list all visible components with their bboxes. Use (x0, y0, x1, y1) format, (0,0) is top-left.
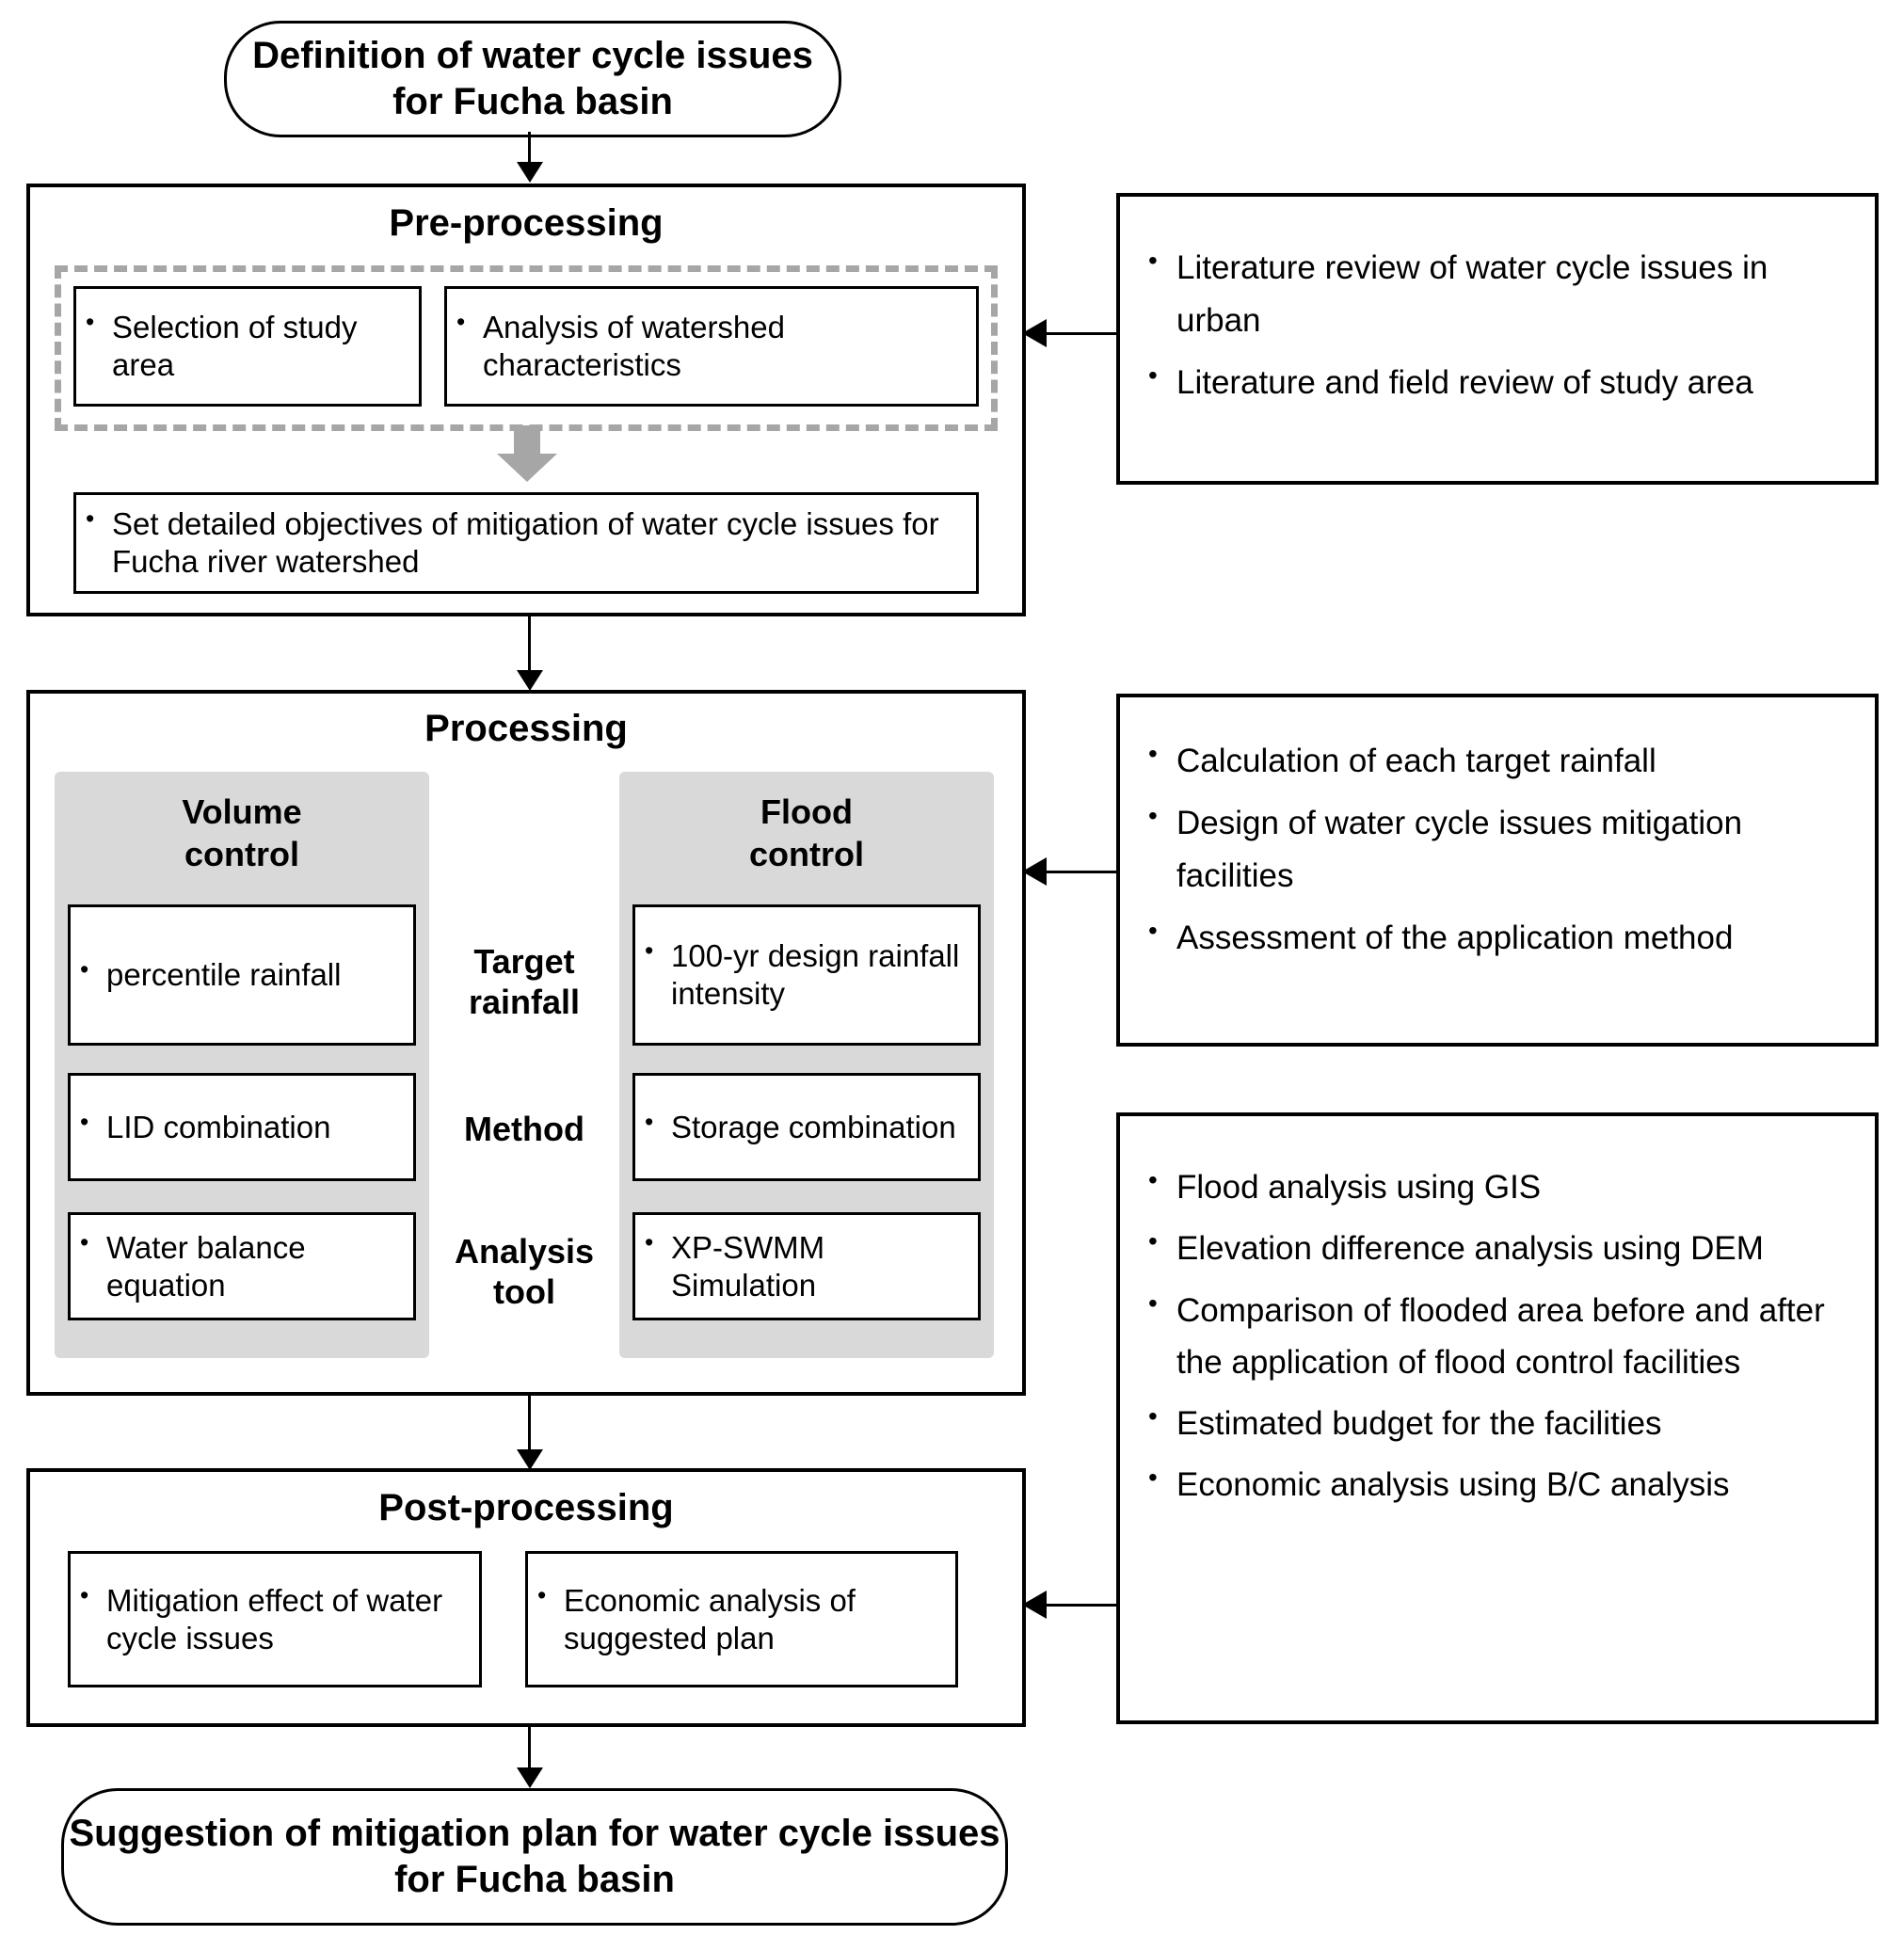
processing-cell-flood-analysis-tool-label: XP-SWMM Simulation (635, 1228, 978, 1303)
processing-cell-volume-method-label: LID combination (71, 1108, 330, 1146)
processing-row-label-target-rainfall: Target rainfall (429, 941, 619, 1022)
flood-control-label-line2: control (749, 835, 864, 873)
connector-side3-to-post (1041, 1604, 1120, 1607)
processing-panel-volume-control-title: Volume control (55, 791, 429, 875)
post-item-mitigation-effect-label: Mitigation effect of water cycle issues (71, 1581, 479, 1656)
arrowhead-side2-to-processing (1022, 857, 1047, 886)
side-panel-post-processing-notes: Flood analysis using GIS Elevation diffe… (1116, 1112, 1879, 1724)
post-item-economic-analysis-label: Economic analysis of suggested plan (528, 1581, 955, 1656)
arrowhead-processing-to-post (517, 1449, 543, 1470)
stage-post-processing-title: Post-processing (378, 1487, 674, 1528)
side-panel-pre-processing-list: Literature review of water cycle issues … (1120, 197, 1875, 409)
end-node-label: Suggestion of mitigation plan for water … (69, 1813, 1000, 1900)
list-item: Literature and field review of study are… (1141, 355, 1847, 409)
processing-row-label-analysis-tool: Analysis tool (429, 1231, 619, 1312)
processing-cell-flood-target-rainfall-label: 100-yr design rainfall intensity (635, 936, 978, 1012)
pre-item-objectives-label: Set detailed objectives of mitigation of… (76, 504, 976, 580)
list-item: Assessment of the application method (1141, 910, 1847, 965)
arrowhead-side1-to-pre (1022, 319, 1047, 347)
connector-side1-to-pre (1041, 332, 1120, 335)
pre-item-selection-of-study-area: Selection of study area (73, 286, 422, 407)
processing-row-label-method: Method (464, 1110, 584, 1148)
side-panel-processing-list: Calculation of each target rainfall Desi… (1120, 697, 1875, 965)
connector-side2-to-processing (1041, 871, 1120, 873)
processing-cell-flood-target-rainfall: 100-yr design rainfall intensity (632, 904, 981, 1046)
row-label-analysis-line2: tool (493, 1272, 555, 1312)
pre-item-objectives: Set detailed objectives of mitigation of… (73, 492, 979, 594)
list-item: Economic analysis using B/C analysis (1141, 1457, 1843, 1511)
list-item: Calculation of each target rainfall (1141, 733, 1847, 788)
processing-cell-volume-method: LID combination (68, 1073, 416, 1181)
connector-post-to-end (528, 1727, 531, 1782)
processing-cell-volume-target-rainfall: percentile rainfall (68, 904, 416, 1046)
row-label-target-line2: rainfall (468, 983, 581, 1022)
row-label-target-line1: Target (473, 942, 575, 981)
volume-control-label-line1: Volume (182, 792, 302, 831)
pre-item-watershed-label: Analysis of watershed characteristics (447, 308, 976, 383)
list-item: Estimated budget for the facilities (1141, 1396, 1843, 1449)
list-item: Comparison of flooded area before and af… (1141, 1283, 1843, 1389)
processing-cell-flood-analysis-tool: XP-SWMM Simulation (632, 1212, 981, 1320)
processing-cell-volume-analysis-tool: Water balance equation (68, 1212, 416, 1320)
side-panel-processing-notes: Calculation of each target rainfall Desi… (1116, 694, 1879, 1047)
connector-processing-to-post (528, 1396, 531, 1463)
side-panel-pre-processing-notes: Literature review of water cycle issues … (1116, 193, 1879, 485)
side-panel-post-processing-list: Flood analysis using GIS Elevation diffe… (1120, 1116, 1875, 1511)
list-item: Literature review of water cycle issues … (1141, 240, 1847, 347)
pre-item-watershed-characteristics: Analysis of watershed characteristics (444, 286, 979, 407)
row-label-analysis-line1: Analysis (454, 1232, 595, 1271)
gray-down-arrow-icon (497, 425, 557, 482)
gray-down-arrow (493, 425, 561, 484)
arrowhead-side3-to-post (1022, 1591, 1047, 1619)
processing-cell-flood-method-label: Storage combination (635, 1108, 956, 1146)
list-item: Design of water cycle issues mitigation … (1141, 795, 1847, 903)
volume-control-label-line2: control (184, 835, 299, 873)
arrowhead-post-to-end (517, 1767, 543, 1788)
start-node-label: Definition of water cycle issues for Fuc… (252, 35, 813, 122)
list-item: Elevation difference analysis using DEM (1141, 1221, 1843, 1274)
processing-panel-flood-control-title: Flood control (619, 791, 994, 875)
list-item: Flood analysis using GIS (1141, 1159, 1843, 1213)
pre-item-selection-label: Selection of study area (76, 308, 419, 383)
processing-cell-volume-target-rainfall-label: percentile rainfall (71, 955, 341, 994)
arrowhead-pre-to-processing (517, 670, 543, 691)
post-item-mitigation-effect: Mitigation effect of water cycle issues (68, 1551, 482, 1687)
arrowhead-start-to-pre (517, 162, 543, 183)
start-node: Definition of water cycle issues for Fuc… (224, 21, 841, 137)
processing-cell-volume-analysis-tool-label: Water balance equation (71, 1228, 413, 1303)
flood-control-label-line1: Flood (760, 792, 853, 831)
connector-start-to-pre (528, 132, 531, 177)
post-item-economic-analysis: Economic analysis of suggested plan (525, 1551, 958, 1687)
processing-cell-flood-method: Storage combination (632, 1073, 981, 1181)
connector-pre-to-processing (528, 616, 531, 684)
stage-pre-processing-title: Pre-processing (389, 202, 664, 244)
stage-processing-title: Processing (424, 708, 628, 749)
end-node: Suggestion of mitigation plan for water … (61, 1788, 1008, 1926)
